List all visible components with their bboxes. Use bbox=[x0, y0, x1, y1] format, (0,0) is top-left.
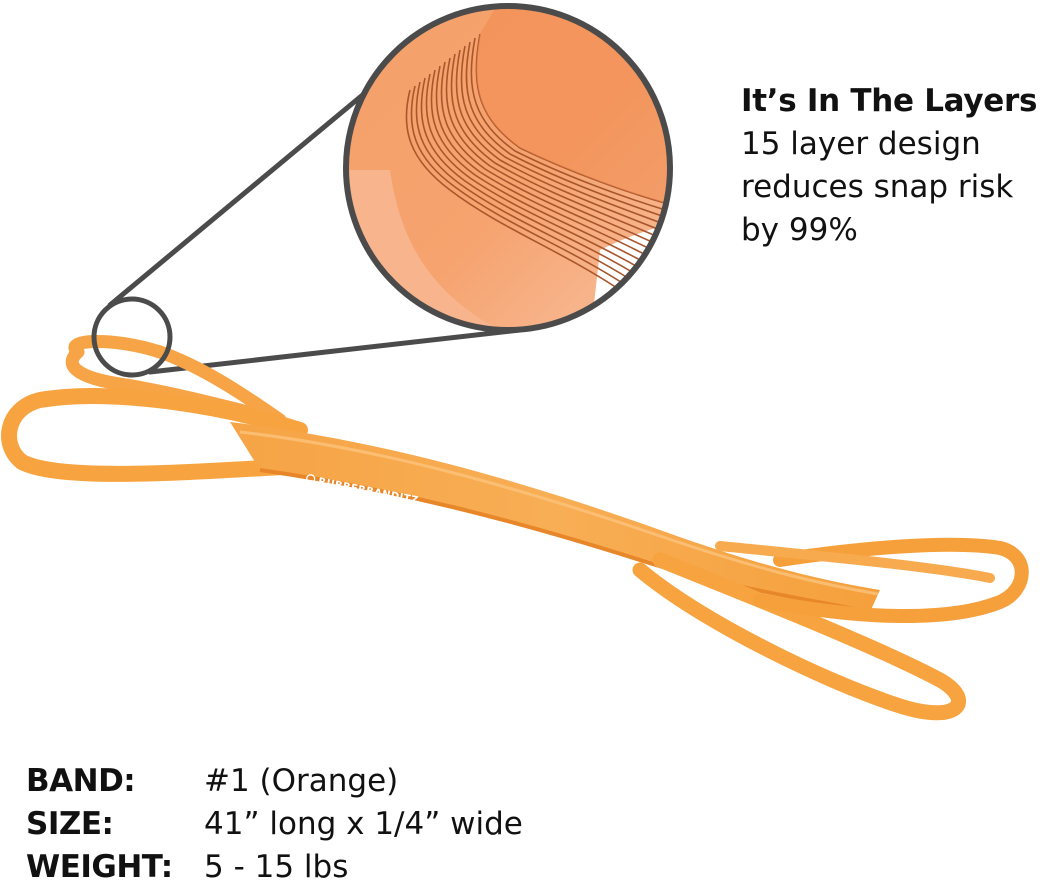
spec-value: 5 - 15 lbs bbox=[204, 849, 349, 885]
band-body-edge bbox=[259, 468, 871, 614]
callout-line: 15 layer design bbox=[741, 126, 981, 162]
band-left-loop bbox=[1, 388, 308, 482]
magnifier-large-circle bbox=[343, 3, 673, 333]
spec-list: BAND: #1 (Orange) SIZE: 41” long x 1/4” … bbox=[26, 760, 523, 889]
spec-row-size: SIZE: 41” long x 1/4” wide bbox=[26, 803, 523, 846]
spec-value: #1 (Orange) bbox=[204, 763, 399, 799]
spec-value: 41” long x 1/4” wide bbox=[204, 806, 523, 842]
spec-label: SIZE: bbox=[26, 806, 114, 842]
zoom-detail bbox=[343, 3, 673, 333]
band-right-loop-inner bbox=[753, 537, 1029, 623]
spec-row-band: BAND: #1 (Orange) bbox=[26, 760, 523, 803]
band-right-loop-outer bbox=[632, 552, 966, 721]
spec-label: BAND: bbox=[26, 763, 136, 799]
callout-headline: It’s In The Layers bbox=[741, 83, 1038, 119]
resistance-band: RUBBERBANDITZ bbox=[1, 334, 1029, 721]
magnifier-small-circle bbox=[91, 296, 173, 378]
band-body bbox=[230, 422, 880, 612]
callout-line: reduces snap risk bbox=[741, 169, 1014, 205]
band-body-highlight bbox=[239, 430, 879, 596]
band-layers bbox=[405, 33, 670, 291]
band-right-loop-back bbox=[715, 541, 995, 583]
feature-callout: It’s In The Layers 15 layer design reduc… bbox=[741, 80, 1059, 252]
callout-line: by 99% bbox=[741, 212, 858, 248]
magnifier-cone bbox=[107, 75, 523, 375]
spec-label: WEIGHT: bbox=[26, 849, 173, 885]
spec-row-weight: WEIGHT: 5 - 15 lbs bbox=[26, 846, 523, 889]
